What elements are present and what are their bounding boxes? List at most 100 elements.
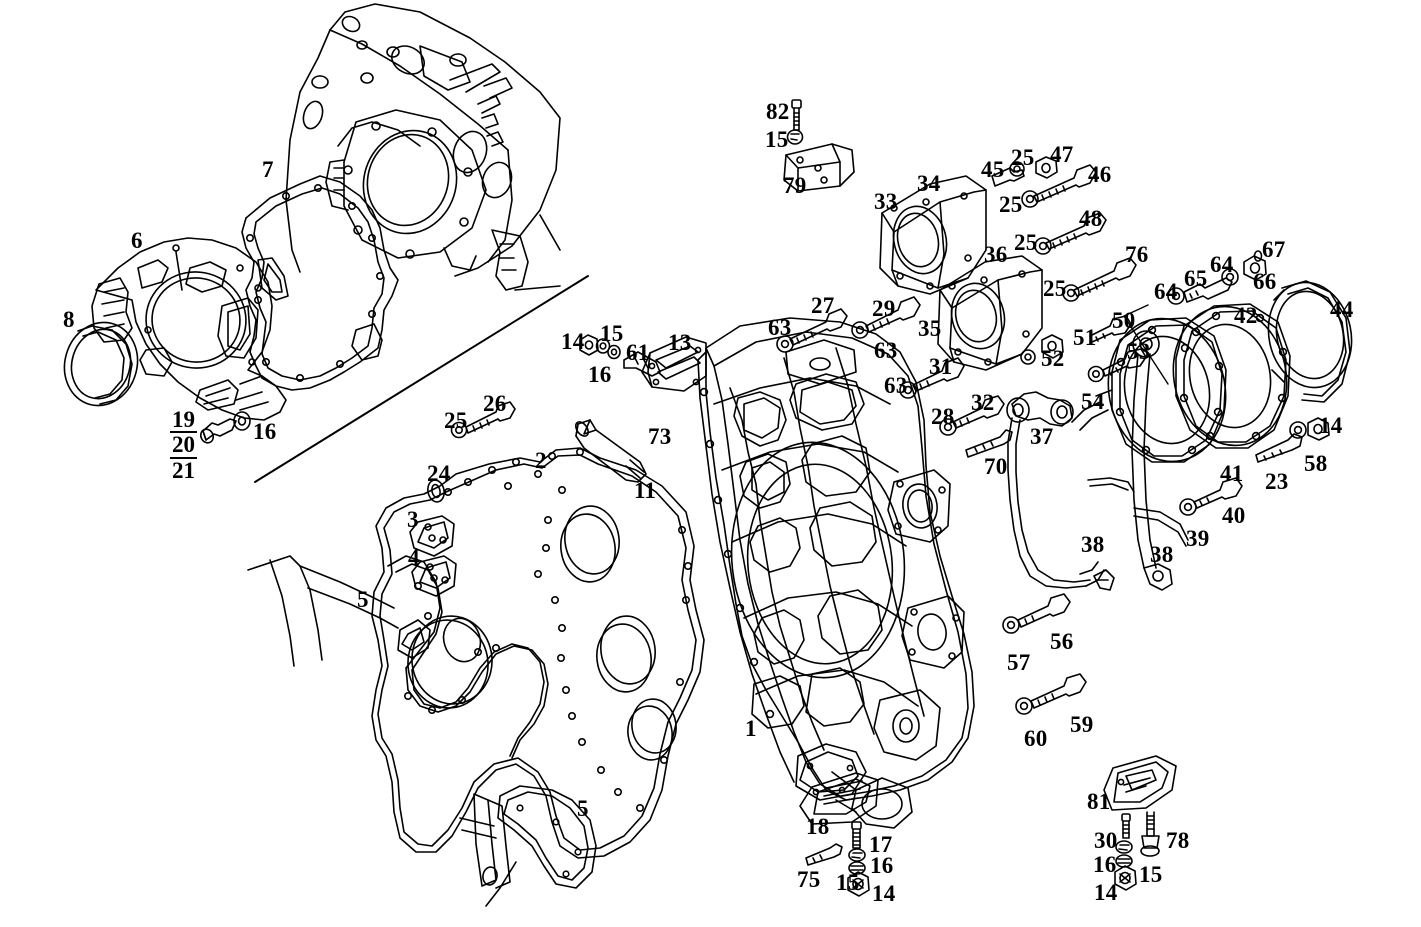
- callout-50: 50: [1112, 308, 1136, 333]
- callout-60: 60: [1024, 726, 1048, 751]
- callout-79: 79: [783, 173, 807, 198]
- callout-26: 26: [483, 391, 507, 416]
- stud-65: [1183, 277, 1233, 303]
- callout-44: 44: [1330, 297, 1354, 322]
- callout-8: 8: [63, 307, 75, 332]
- callout-52: 52: [1041, 346, 1065, 371]
- bolt-31: [912, 357, 965, 392]
- bolt-59: [1030, 673, 1087, 709]
- callout-23: 23: [1265, 469, 1289, 494]
- bolt-56: [1017, 593, 1071, 628]
- callout-48: 48: [1079, 206, 1103, 231]
- bolt-26: [465, 401, 516, 434]
- callout-3: 3: [407, 507, 419, 532]
- nut-14-bottom: [847, 871, 870, 897]
- callout-15: 15: [836, 870, 860, 895]
- washer-25-d: [1062, 284, 1080, 302]
- bolt-32: [952, 395, 1005, 429]
- washer-54: [1087, 365, 1105, 383]
- callout-27: 27: [811, 293, 835, 318]
- callout-34: 34: [917, 171, 941, 196]
- spring-30: [1121, 813, 1131, 839]
- callout-64: 64: [1210, 252, 1234, 277]
- callout-73: 73: [648, 424, 672, 449]
- bell-housing-1: [697, 317, 975, 829]
- pin-67: [1253, 250, 1263, 262]
- linkage-37: [1006, 391, 1115, 591]
- washer-15-left: [595, 338, 611, 354]
- callout-18: 18: [806, 814, 830, 839]
- callout-29: 29: [872, 296, 896, 321]
- washer-58: [1289, 421, 1307, 439]
- callout-30: 30: [1094, 828, 1118, 853]
- fraction-line-20: 20: [170, 432, 197, 459]
- callout-24: 24: [427, 461, 451, 486]
- callout-25: 25: [999, 192, 1023, 217]
- callout-25: 25: [444, 408, 468, 433]
- callout-16: 16: [588, 362, 612, 387]
- callout-7: 7: [262, 157, 274, 182]
- callout-45: 45: [981, 157, 1005, 182]
- callout-38: 38: [1150, 542, 1174, 567]
- callout-35: 35: [918, 316, 942, 341]
- stud-70: [965, 429, 1013, 458]
- bolt-50: [1089, 315, 1132, 343]
- seal-carrier-42: [1172, 303, 1291, 449]
- callout-16: 16: [870, 853, 894, 878]
- linkage-38: [1087, 330, 1189, 591]
- callout-1: 1: [745, 716, 757, 741]
- stud-23: [1255, 433, 1303, 463]
- washer-52: [1020, 349, 1036, 365]
- callout-65: 65: [1184, 266, 1208, 291]
- callout-32: 32: [971, 390, 995, 415]
- washer-16-left: [233, 411, 251, 431]
- callout-16: 16: [1093, 852, 1117, 877]
- callout-57: 57: [1007, 650, 1031, 675]
- bolt-82: [791, 99, 802, 131]
- callout-67: 67: [1262, 237, 1286, 262]
- washer-57: [1002, 616, 1020, 634]
- callout-66: 66: [1253, 269, 1277, 294]
- divider: [254, 275, 589, 483]
- washer-16-bottom: [848, 848, 866, 862]
- callout-63: 63: [768, 315, 792, 340]
- bolt-78: [1140, 811, 1160, 857]
- washer-25-b: [1021, 190, 1039, 208]
- nut-51: [1041, 334, 1064, 359]
- callout-70: 70: [984, 454, 1008, 479]
- callout-78: 78: [1166, 828, 1190, 853]
- washer-25-c: [1034, 237, 1052, 255]
- spring-17: [851, 821, 862, 849]
- engine-block-outline: [285, 3, 561, 291]
- washer-15-top: [786, 129, 804, 145]
- callout-15: 15: [600, 321, 624, 346]
- seal-housing-6: [91, 237, 287, 421]
- bolt-40: [1193, 477, 1243, 509]
- callout-25: 25: [1043, 276, 1067, 301]
- callout-59: 59: [1070, 712, 1094, 737]
- callout-61: 61: [626, 340, 650, 365]
- washer-64-a: [1167, 287, 1185, 305]
- callout-15: 15: [765, 127, 789, 152]
- callout-13: 13: [668, 330, 692, 355]
- washer-15-bottom: [848, 861, 866, 875]
- callout-46: 46: [1088, 162, 1112, 187]
- cover-plate-18: [799, 772, 879, 825]
- callout-11: 11: [634, 478, 657, 503]
- callout-38: 38: [1081, 532, 1105, 557]
- stud-75: [805, 843, 843, 866]
- callout-40: 40: [1222, 503, 1246, 528]
- bolt-27: [789, 308, 848, 346]
- leader-64: [1123, 304, 1169, 385]
- callout-31: 31: [929, 354, 953, 379]
- callout-51: 51: [1073, 325, 1097, 350]
- callout-25: 25: [1014, 230, 1038, 255]
- callout-82: 82: [766, 99, 790, 124]
- nut-47: [1035, 156, 1058, 179]
- washer-16-br: [1115, 840, 1133, 854]
- callout-53: 53: [1127, 339, 1151, 364]
- callout-16: 16: [253, 419, 277, 444]
- callout-15: 15: [1139, 862, 1163, 887]
- oil-seal-8: [63, 321, 139, 407]
